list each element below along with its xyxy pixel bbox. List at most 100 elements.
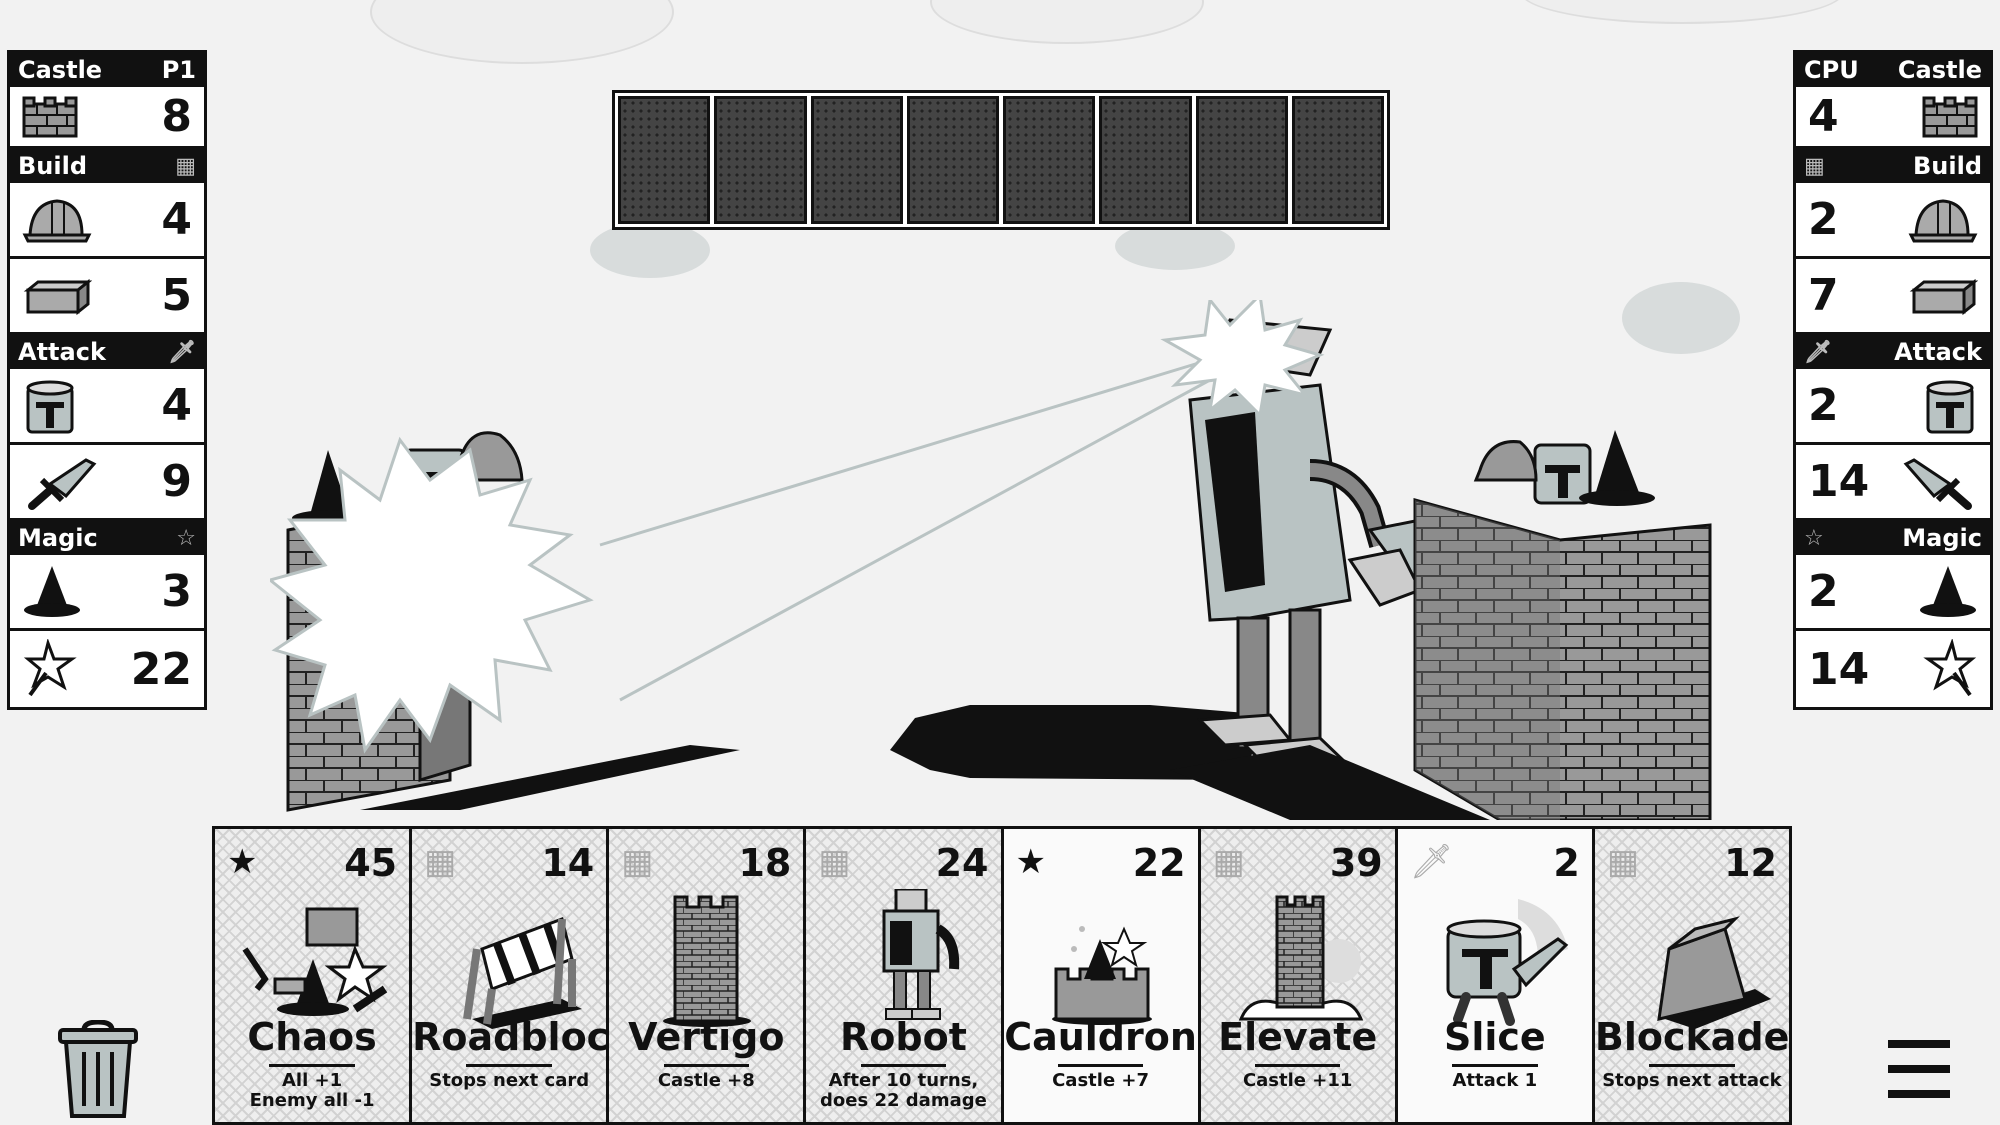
magic-wand-icon [1923,639,1977,697]
card-cauldron[interactable]: ★ 22 Cauldron Castle +7 [1003,829,1201,1122]
card-divider [1649,1064,1735,1067]
card-desc-line: Castle +7 [1052,1070,1150,1091]
cpu-soldiers-row: 2 [1796,369,1990,445]
knight-slash-art-icon [1446,899,1569,1026]
cpu-stats-panel: CPU Castle 4 ▦ Build 2 7 🗡 Attack 2 14 ☆… [1793,50,1993,710]
tower-art-icon [663,895,752,1027]
cloud [370,0,674,64]
hardhat-icon [22,198,92,242]
card-name: Blockade [1594,1015,1789,1059]
card-description: Attack 1 [1402,1071,1588,1091]
cauldron-art-icon [1051,926,1152,1025]
wizard-hat-icon [1920,565,1976,617]
card-desc-line: does 22 damage [820,1090,987,1111]
card-cost: 45 [344,841,398,885]
face-down-card[interactable] [1099,96,1192,224]
card-divider [663,1064,750,1067]
menu-icon[interactable] [1888,1038,1950,1100]
player-builders-value: 4 [161,194,192,245]
cpu-bricks-value: 7 [1808,270,1839,321]
sword-icon: 🗡 [168,339,196,365]
laser-beam [599,360,1203,547]
card-divider [1254,1064,1341,1067]
face-down-card[interactable] [1195,96,1288,224]
face-down-card[interactable] [1291,96,1384,224]
magic-star-icon: ★ [1015,842,1046,882]
card-name: Chaos [247,1015,377,1059]
cpu-castle-row: 4 [1796,87,1990,149]
cpu-crystals-value: 14 [1808,643,1870,695]
card-divider [466,1064,552,1067]
player-wizards-row: 3 [10,555,204,631]
brick-icon [1909,278,1978,315]
cloud [1115,222,1235,270]
explosion-burst [270,436,594,754]
face-down-card[interactable] [906,96,999,224]
card-divider [1057,1064,1144,1067]
sword-icon [28,457,97,510]
robot-art-icon [882,889,960,1020]
brick-icon: ▦ [1212,842,1245,882]
castle-shadow [360,745,740,810]
cloud [1622,282,1740,354]
card-divider [1452,1064,1538,1067]
card-name: Cauldron [1004,1015,1197,1059]
card-description: Stops next attack [1599,1071,1785,1091]
castle-shadow [1170,745,1490,820]
cpu-castle-label: Castle [1897,56,1982,84]
player-weapons-row: 9 [10,445,204,521]
card-blockade[interactable]: ▦ 12 Blockade Stops next attack [1594,829,1789,1122]
card-divider [269,1064,355,1067]
player-bricks-row: 5 [10,259,204,335]
card-slice[interactable]: 🗡 2 Slice Attack 1 [1397,829,1595,1122]
card-name: Elevate [1218,1015,1378,1059]
player-builders-row: 4 [10,183,204,259]
player-magic-header: Magic ☆ [10,521,204,555]
brick-icon: ▦ [621,842,654,882]
card-desc-line: After 10 turns, [828,1070,979,1091]
cpu-attack-header: 🗡 Attack [1796,335,1990,369]
player-tag: P1 [161,56,196,84]
card-cost: 18 [738,841,792,885]
knight-helmet-icon [1926,380,1974,433]
card-description: After 10 turns, does 22 damage [810,1071,996,1111]
cpu-magic-label: Magic [1902,524,1982,552]
card-elevate[interactable]: ▦ 39 Elevate Castle +11 [1200,829,1398,1122]
player-weapons-value: 9 [161,456,192,507]
brick-icon: ▦ [1606,842,1639,882]
card-vertigo[interactable]: ▦ 18 Vertigo Castle +8 [609,829,807,1122]
trash-icon[interactable] [56,1020,140,1120]
elevate-tower-art-icon [1238,895,1363,1021]
card-description: Castle +7 [1008,1071,1194,1091]
card-robot[interactable]: ▦ 24 Robot After 10 turns, does 22 damag… [806,829,1004,1122]
star-icon: ☆ [176,525,196,551]
cpu-attack-label: Attack [1894,338,1982,366]
star-icon: ☆ [1804,525,1824,551]
face-down-card[interactable] [1003,96,1096,224]
brick-icon [23,278,92,315]
robot-shadow [890,705,1270,780]
face-down-card[interactable] [810,96,903,224]
player-attack-label: Attack [18,338,106,366]
card-desc-line: Attack 1 [1452,1070,1538,1091]
cpu-wizards-row: 2 [1796,555,1990,631]
cloud [590,222,710,278]
magic-star-icon: ★ [227,842,258,882]
face-down-card[interactable] [714,96,807,224]
cloud [1520,0,1844,24]
card-cost: 22 [1132,841,1186,885]
face-down-card[interactable] [618,96,711,224]
card-desc-line: Stops next card [429,1070,590,1091]
cpu-builders-value: 2 [1808,194,1839,245]
castle-icon [1922,96,1978,137]
card-description: Castle +8 [613,1071,799,1091]
player-build-header: Build ▦ [10,149,204,183]
card-roadblock[interactable]: ▦ 14 Roadblock Stops next card [412,829,610,1122]
cpu-castle-header: CPU Castle [1796,53,1990,87]
cpu-crystals-row: 14 [1796,631,1990,707]
card-chaos[interactable]: ★ 45 Chaos All +1 Enemy all -1 [215,829,413,1122]
draw-deck[interactable] [612,90,1390,230]
cpu-soldiers-value: 2 [1808,380,1839,431]
cpu-castle-value: 4 [1808,91,1839,142]
cpu-wizards-value: 2 [1808,566,1839,617]
